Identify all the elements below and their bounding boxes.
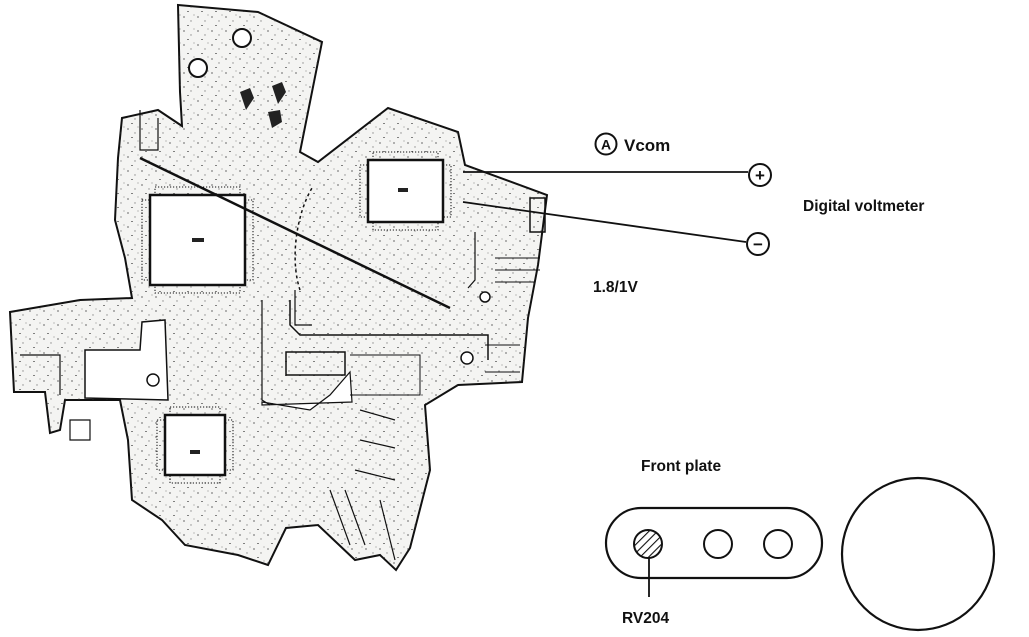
mounting-hole: [479, 291, 491, 303]
large-round-window: [840, 476, 996, 632]
minus-terminal-icon: −: [746, 232, 770, 256]
plus-terminal-icon: +: [748, 163, 772, 187]
led-icon: [232, 28, 252, 48]
mounting-hole: [146, 373, 160, 387]
circled-a-icon: [594, 132, 618, 156]
minus-probe-lead: [462, 201, 747, 243]
rv204-label: RV204: [622, 610, 669, 627]
vcom-label: Vcom: [624, 136, 670, 155]
circuit-board: [8, 3, 549, 572]
access-hole: [763, 529, 793, 559]
ic-chip-vcom: [359, 151, 452, 231]
test-point-marker: A: [601, 137, 611, 153]
board-cutout: [261, 370, 353, 411]
front-plate: [604, 476, 996, 632]
ic-chip-large: [141, 186, 254, 294]
digital-voltmeter-label: Digital voltmeter: [803, 198, 924, 215]
component: [240, 88, 254, 110]
vcom-test-point: A Vcom: [594, 132, 670, 156]
component: [272, 82, 286, 104]
led-icon: [188, 58, 208, 78]
adjustment-screw-icon: [633, 529, 663, 559]
probe-leads: [462, 171, 748, 243]
front-plate-label: Front plate: [641, 458, 721, 475]
component: [268, 110, 282, 128]
minus-terminal-label: −: [753, 235, 763, 254]
access-hole: [703, 529, 733, 559]
plus-terminal-label: +: [755, 166, 765, 185]
voltage-spec-label: 1.8/1V: [593, 279, 638, 296]
ic-chip-small: [156, 406, 234, 484]
mounting-hole: [460, 351, 474, 365]
board-traces: [20, 110, 546, 561]
